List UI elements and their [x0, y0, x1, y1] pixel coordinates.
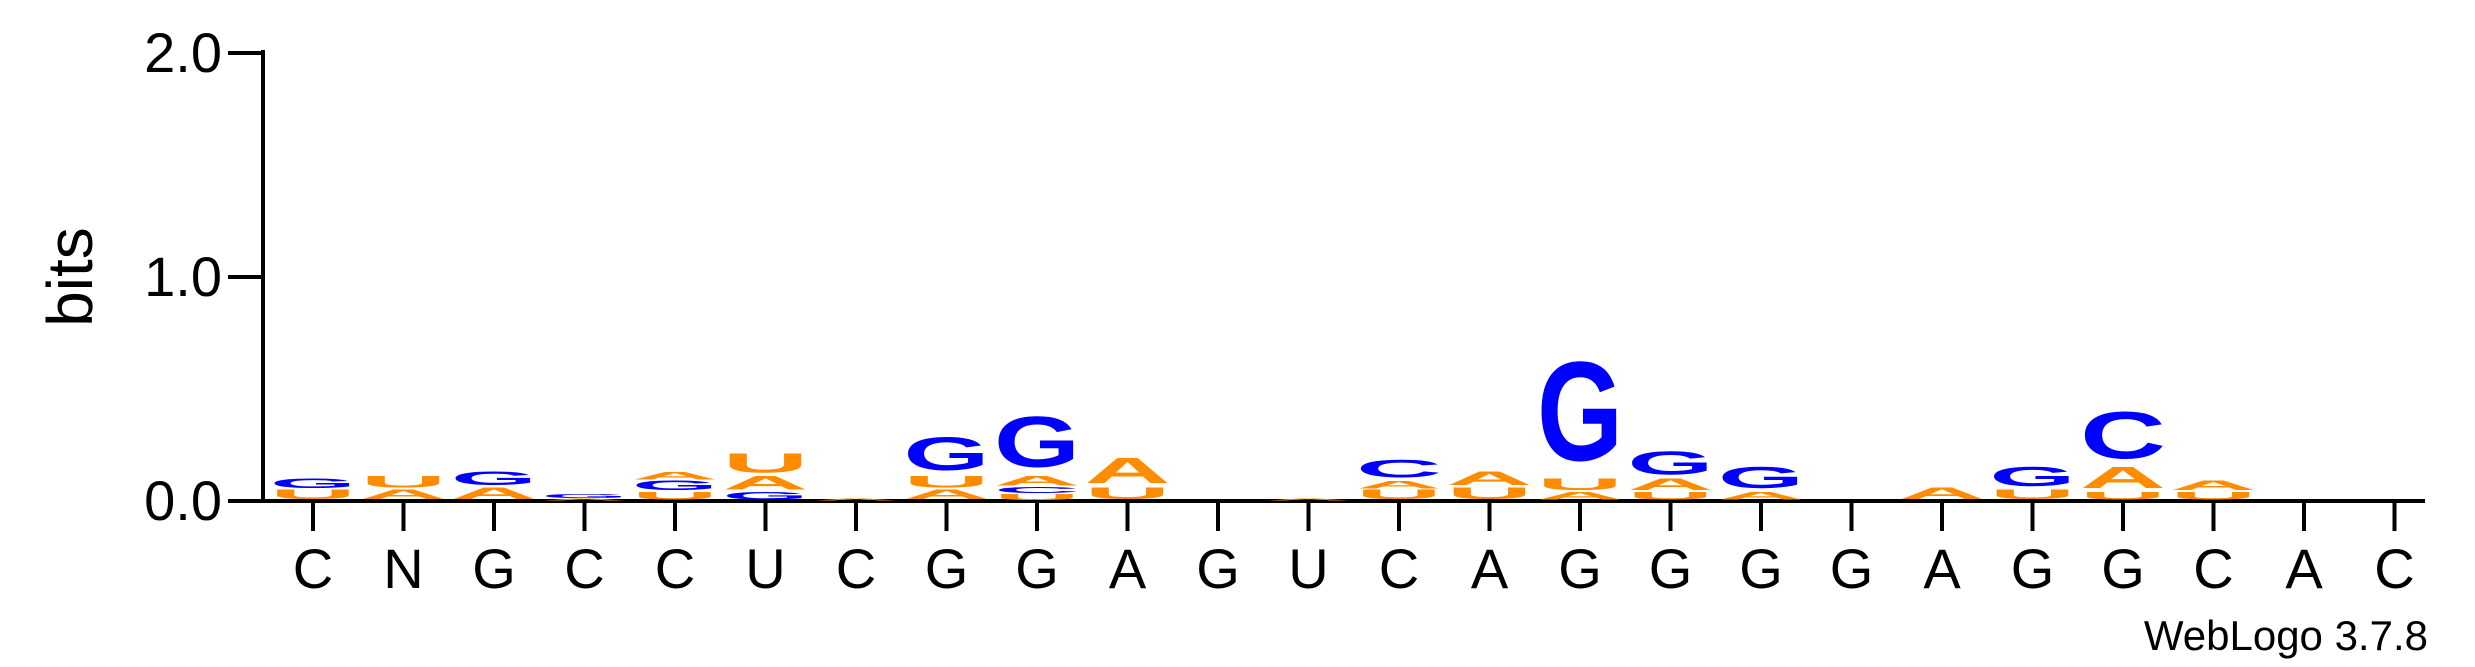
logo-letter-u: U: [1446, 484, 1532, 503]
logo-letter-u: U: [994, 492, 1080, 501]
y-tick-label-2: 2.0: [144, 21, 222, 84]
y-tick-label-0: 0.0: [144, 469, 222, 532]
consensus-label: C: [1379, 537, 1419, 600]
consensus-label: N: [383, 537, 423, 600]
logo-letter-a: A: [813, 498, 899, 501]
consensus-label: G: [1739, 537, 1783, 600]
logo-letter-a: A: [1084, 450, 1170, 491]
consensus-label: G: [1649, 537, 1693, 600]
logo-letter-a: A: [1447, 468, 1533, 490]
consensus-label: A: [2285, 537, 2323, 600]
logo-letter-a: A: [361, 487, 447, 503]
consensus-label: C: [655, 537, 695, 600]
logo-letter-a: A: [2080, 461, 2166, 495]
logo-letter-a: A: [451, 484, 537, 503]
logo-letter-u: U: [1084, 484, 1170, 503]
consensus-label: C: [836, 537, 876, 600]
logo-letter-u: U: [1537, 475, 1623, 494]
logo-letter-u: U: [360, 473, 446, 492]
logo-letter-g: G: [632, 478, 718, 494]
y-axis: 2.0 1.0 0.0 bits: [34, 21, 265, 532]
logo-letter-a: A: [1537, 489, 1623, 501]
consensus-label: G: [2011, 537, 2055, 600]
logo-letter-g: G: [904, 428, 990, 481]
logo-letter-g: G: [1628, 444, 1714, 481]
logo-letter-a: A: [994, 473, 1080, 489]
consensus-label: G: [2101, 537, 2145, 600]
consensus-label: C: [2374, 537, 2414, 600]
logo-letter-g: G: [1718, 461, 1804, 495]
logo-letter-a: A: [1899, 484, 1985, 503]
logo-letter-c: C: [2080, 399, 2166, 473]
logo-letter-u: U: [1628, 489, 1714, 501]
logo-letter-g: G: [994, 401, 1080, 482]
consensus-label: U: [745, 537, 785, 600]
consensus-label: G: [1830, 537, 1874, 600]
logo-letter-a: A: [541, 498, 627, 501]
y-tick-label-1: 1.0: [144, 245, 222, 308]
logo-letter-a: A: [904, 487, 990, 503]
consensus-label: G: [1558, 537, 1602, 600]
logo-letter-u: U: [1356, 487, 1442, 503]
consensus-label: G: [925, 537, 969, 600]
consensus-label: A: [1109, 537, 1147, 600]
logo-letter-u: U: [2080, 489, 2166, 501]
logo-letter-u: U: [723, 448, 809, 479]
y-axis-label: bits: [34, 227, 106, 327]
consensus-label: G: [472, 537, 516, 600]
logo-letter-c: C: [1356, 455, 1442, 483]
logo-letter-u: U: [903, 473, 989, 492]
consensus-label: U: [1288, 537, 1328, 600]
logo-letter-g: G: [723, 490, 809, 502]
logo-letter-g: G: [1537, 332, 1623, 490]
logo-letter-g: G: [270, 475, 356, 491]
weblogo-credit: WebLogo 3.7.8: [2144, 612, 2428, 659]
logo-letter-u: U: [632, 489, 718, 501]
logo-letter-a: A: [2171, 478, 2257, 494]
consensus-label: A: [1471, 537, 1509, 600]
logo-letter-u: U: [2171, 489, 2257, 501]
logo-letter-u: U: [270, 487, 356, 503]
consensus-label: G: [1196, 537, 1240, 600]
logo-letter-c: C: [994, 486, 1080, 495]
logo-letter-g: G: [542, 493, 628, 499]
consensus-label: C: [2193, 537, 2233, 600]
logo-letter-a: A: [1356, 478, 1442, 490]
consensus-label: C: [564, 537, 604, 600]
logo-letter-u: U: [1990, 487, 2076, 503]
logo-letter-a: A: [632, 469, 718, 481]
logo-letter-g: G: [1990, 461, 2076, 492]
logo-letter-g: G: [451, 467, 537, 489]
consensus-label: C: [293, 537, 333, 600]
logo-letter-a: A: [723, 472, 809, 494]
consensus-label: A: [1923, 537, 1961, 600]
logo-letter-a: A: [1718, 489, 1804, 501]
logo-letter-a: A: [1265, 498, 1351, 501]
consensus-label: G: [1015, 537, 1059, 600]
logo-letter-a: A: [1627, 475, 1713, 494]
